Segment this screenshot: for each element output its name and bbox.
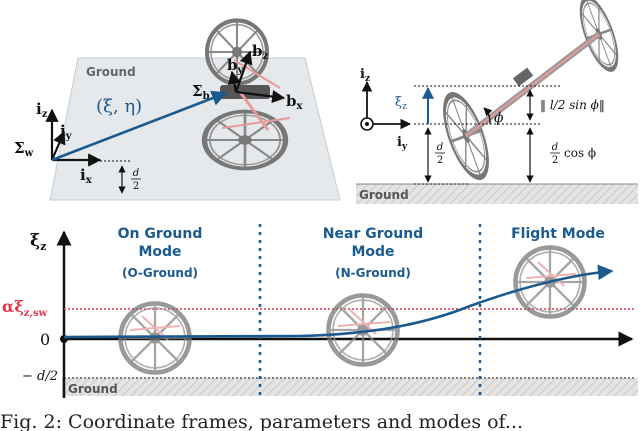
mode-2-title-line2: Mode xyxy=(351,244,394,260)
half-d-num: d xyxy=(437,142,443,153)
mode-2-title-line1: Near Ground xyxy=(323,226,423,242)
mode-1-title-line2: Mode xyxy=(138,244,181,260)
bottom-panel: Ground ξz αξz,sw 0 − d/2 On Ground Mode … xyxy=(2,224,638,398)
offset-num: d xyxy=(133,168,139,179)
axis-bz-arrow xyxy=(234,50,253,93)
axis-bx-arrow xyxy=(235,89,286,104)
cos-term-label: cos ϕ xyxy=(564,146,596,160)
drone-illustration xyxy=(205,21,291,169)
axis-iz-small-label: iz xyxy=(360,67,370,84)
drone-near-ground xyxy=(329,296,398,365)
y-axis-label: ξz xyxy=(30,231,46,253)
mode-on-ground: On Ground Mode (O-Ground) xyxy=(118,226,203,280)
phi-label: ϕ xyxy=(494,110,504,126)
offset-den: 2 xyxy=(133,181,139,192)
axis-by-label: by xyxy=(227,56,245,76)
axis-iy-label: iy xyxy=(60,122,73,142)
sin-term-label: ‖ l/2 sin ϕ‖ xyxy=(540,98,605,112)
neg-label: − d/2 xyxy=(22,369,58,384)
axis-iy-arrow xyxy=(50,130,66,161)
mode-1-abbr: (O-Ground) xyxy=(122,266,198,280)
frame-b-label: Σb xyxy=(192,82,210,102)
ground-label: Ground xyxy=(86,65,136,79)
phi-arc xyxy=(483,107,493,125)
caption: Fig. 2: Coordinate frames, parameters an… xyxy=(0,411,523,431)
top-right-panel: Ground iz iy ξz d 2 ϕ xyxy=(356,0,638,204)
mode-1-title-line1: On Ground xyxy=(118,226,203,242)
top-left-panel: Ground bx bz by Σb iz iy ix Σw (ξ, η) xyxy=(14,21,341,201)
ground-strip-bottom xyxy=(62,378,638,396)
xi-z-label: ξz xyxy=(395,95,407,112)
axis-iz-label: iz xyxy=(36,100,48,120)
ground-label-right: Ground xyxy=(359,188,409,202)
threshold-label: αξz,sw xyxy=(2,297,48,319)
axis-by-arrow xyxy=(227,70,241,93)
mode-near-ground: Near Ground Mode (N-Ground) xyxy=(323,226,423,280)
cos-term-den: 2 xyxy=(552,155,558,166)
drone-flight xyxy=(516,248,585,317)
mode-2-abbr: (N-Ground) xyxy=(335,266,411,280)
ground-strip-right xyxy=(356,184,638,204)
axis-bz-label: bz xyxy=(252,42,269,62)
ground-plane xyxy=(49,57,341,201)
tilted-drone xyxy=(436,0,625,183)
axis-ix-label: ix xyxy=(80,166,93,186)
trajectory-curve xyxy=(63,264,614,339)
mode-3-title-line1: Flight Mode xyxy=(511,226,605,242)
half-d-den: 2 xyxy=(437,155,443,166)
zero-label: 0 xyxy=(40,330,50,349)
vector-label: (ξ, η) xyxy=(96,96,142,117)
axis-iy-small-label: iy xyxy=(397,135,408,152)
frame-w-label: Σw xyxy=(14,139,34,159)
cos-term-num: d xyxy=(552,142,558,153)
mode-flight: Flight Mode xyxy=(511,226,605,242)
world-vector-arrow xyxy=(51,90,228,162)
ground-label-bottom: Ground xyxy=(68,382,118,396)
axis-bx-label: bx xyxy=(286,92,304,112)
